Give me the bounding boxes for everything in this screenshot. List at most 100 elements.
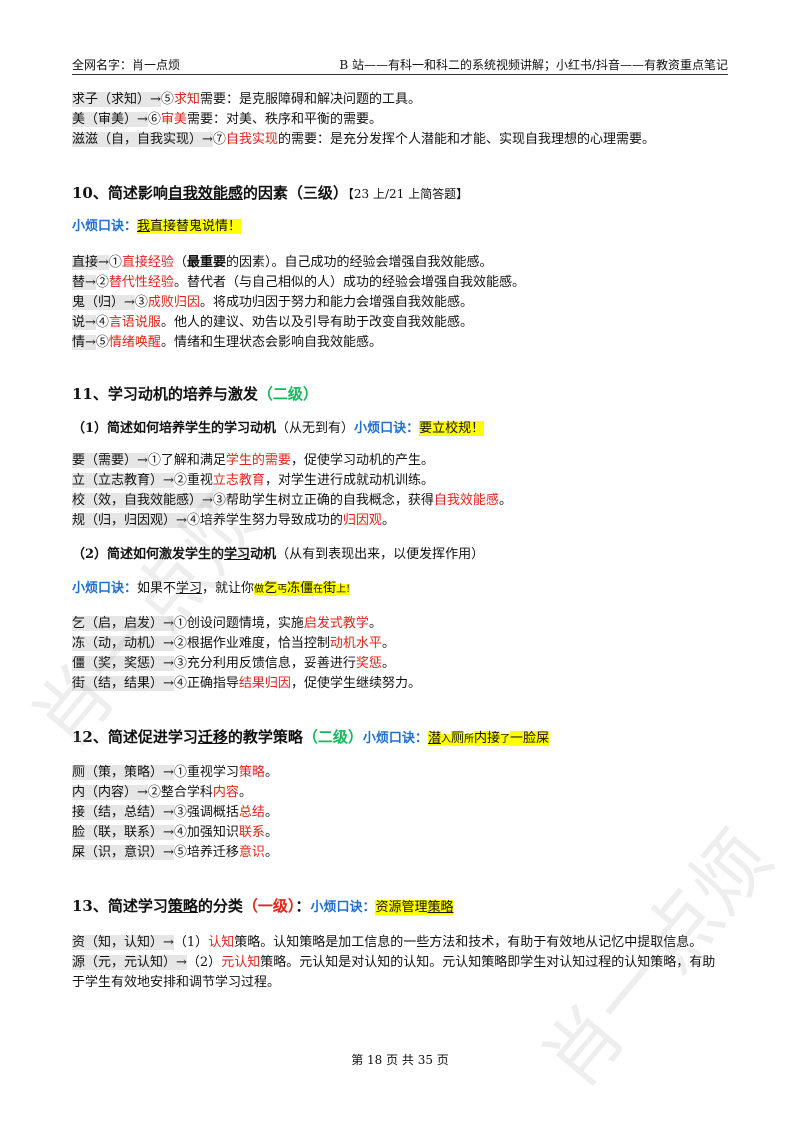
mnemonic-text: 所 xyxy=(463,734,474,745)
item-number: ④ xyxy=(95,315,109,330)
keyword: 自我实现 xyxy=(225,132,278,147)
section-10-title: 10、简述影响自我效能感的因素（三级）【23 上/21 上简答题】 xyxy=(72,182,728,205)
title-text: 的教学策略 xyxy=(227,728,303,746)
title-text: 10、简述影响 xyxy=(72,184,168,202)
list-item: 情→⑤情绪唤醒。情绪和生理状态会影响自我效能感。 xyxy=(72,333,728,353)
subsection-title: （1）简述如何培养学生的学习动机（从无到有）小烦口诀：要立校规！ xyxy=(72,419,728,439)
item-text: 。他人的建议、劝告以及引导有助于改变自我效能感。 xyxy=(160,315,473,330)
level-tag: （二级） xyxy=(257,385,318,403)
exam-tag: 【23 上/21 上简答题】 xyxy=(347,187,469,201)
title-text: 动机 xyxy=(250,547,277,562)
paragraph: 资（知，认知）→（1）认知策略。认知策略是加工信息的一些方法和技术，有助于有效地… xyxy=(72,933,728,953)
needs-list: 求子（求知）→⑤求知需要：是克服障碍和解决问题的工具。 美（审美）→⑥审美需要：… xyxy=(72,90,728,150)
mnemonic-underlined: 学习 xyxy=(176,581,203,596)
item-text: ，对学生进行成就动机训练。 xyxy=(264,473,434,488)
item-text: 。 xyxy=(264,805,278,820)
paragraph: 源（元，元认知）→（2）元认知策略。元认知是对认知的认知。元认知策略即学生对认知… xyxy=(72,953,728,993)
title-note: （从有到表现出来，以便发挥作用） xyxy=(276,547,485,562)
mnemonic-key: 美（审美）→ xyxy=(72,112,148,127)
item-text: 。情绪和生理状态会影响自我效能感。 xyxy=(160,335,382,350)
title-text: 12、简述促进学习 xyxy=(72,728,198,746)
item-text: ②整合学科 xyxy=(147,785,213,800)
item-text: 。 xyxy=(498,493,512,508)
keyword: 意识 xyxy=(238,845,265,860)
mnemonic-text: 厕 xyxy=(450,731,464,746)
keyword: 内容 xyxy=(212,785,239,800)
section-13-title: 13、简述学习策略的分类（一级）：小烦口诀：资源管理策略 xyxy=(72,895,728,919)
stimulate-motivation-list: 乞（启，启发）→①创设问题情境，实施启发式教学。 冻（动，动机）→②根据作业难度… xyxy=(72,614,728,694)
item-number: ② xyxy=(95,275,109,290)
list-item: 接（结，总结）→③强调概括总结。 xyxy=(72,803,728,823)
mnemonic-text: 直接替鬼说情！ xyxy=(150,219,242,234)
mnemonic-underlined: 潜 xyxy=(427,731,441,746)
item-text: 。 xyxy=(381,513,395,528)
item-number: ⑤ xyxy=(95,335,109,350)
list-item: 冻（动，动机）→②根据作业难度，恰当控制动机水平。 xyxy=(72,634,728,654)
mnemonic-key: 求子（求知）→ xyxy=(72,92,161,107)
item-text: （ xyxy=(173,255,187,270)
mnemonic-text: 街 xyxy=(323,581,337,596)
list-item: 街（结，结果）→④正确指导结果归因，促使学生继续努力。 xyxy=(72,674,728,694)
item-text: ①创设问题情境，实施 xyxy=(173,616,304,631)
mnemonic-text: 一脸屎 xyxy=(509,731,549,746)
list-item: 校（效，自我效能感）→③帮助学生树立正确的自我概念，获得自我效能感。 xyxy=(72,491,728,511)
item-text: ①了解和满足 xyxy=(147,453,226,468)
item-text: 。 xyxy=(368,616,382,631)
title-text: 的因素（三级） xyxy=(242,184,348,202)
mnemonic-key: 内（内容）→ xyxy=(72,785,148,800)
keyword: 学生的需要 xyxy=(225,453,291,468)
mnemonic-key: 厕（策，策略）→ xyxy=(72,765,174,780)
title-text: 11、学习动机的培养与激发 xyxy=(72,385,258,403)
level-tag: （一级） xyxy=(242,897,296,915)
item-text: ②根据作业难度，恰当控制 xyxy=(173,636,330,651)
title-underlined: 策略 xyxy=(167,897,198,915)
header-right: B 站——有科一和科二的系统视频讲解；小红书/抖音——有教资重点笔记 xyxy=(339,58,728,72)
keyword: 自我效能感 xyxy=(433,493,499,508)
item-text: ④培养学生努力导致成功的 xyxy=(186,513,343,528)
mnemonic-key: 冻（动，动机）→ xyxy=(72,636,174,651)
mnemonic-label: 小烦口诀： xyxy=(354,421,420,436)
keyword: 言语说服 xyxy=(108,315,161,330)
title-underlined: 自我效能感 xyxy=(167,184,243,202)
keyword: 认知 xyxy=(208,935,235,950)
item-text: ，促使学生继续努力。 xyxy=(290,676,421,691)
mnemonic-label: 小烦口诀： xyxy=(362,731,428,746)
mnemonic-text: 要立校规！ xyxy=(419,421,485,436)
title-text: ： xyxy=(295,897,311,915)
page-content: 求子（求知）→⑤求知需要：是克服障碍和解决问题的工具。 美（审美）→⑥审美需要：… xyxy=(72,90,728,993)
mnemonic-text: 如果不 xyxy=(137,581,177,596)
mnemonic-key: 校（效，自我效能感）→ xyxy=(72,493,213,508)
list-item: 规（归，归因观）→④培养学生努力导致成功的归因观。 xyxy=(72,511,728,531)
mnemonic-key: 规（归，归因观）→ xyxy=(72,513,187,528)
keyword: 成败归因 xyxy=(147,295,200,310)
section-12-title: 12、简述促进学习迁移的教学策略（二级）小烦口诀：潜入厕所内接了一脸屎 xyxy=(72,726,728,751)
mnemonic-key: 立（立志教育）→ xyxy=(72,473,174,488)
mnemonic-label: 小烦口诀： xyxy=(72,581,138,596)
list-item: 立（立志教育）→②重视立志教育，对学生进行成就动机训练。 xyxy=(72,471,728,491)
keyword: 求知 xyxy=(173,92,200,107)
title-underlined: 学习 xyxy=(224,547,251,562)
item-text: ②重视 xyxy=(173,473,213,488)
mnemonic-key: 街（结，结果）→ xyxy=(72,676,174,691)
mnemonic-text: 内接 xyxy=(473,731,500,746)
section-11-title: 11、学习动机的培养与激发（二级） xyxy=(72,383,728,405)
list-item: 替→②替代性经验。替代者（与自己相似的人）成功的经验会增强自我效能感。 xyxy=(72,273,728,293)
item-text: 需要：对美、秩序和平衡的需要。 xyxy=(186,112,382,127)
mnemonic-underlined: 策略 xyxy=(427,900,454,915)
self-efficacy-list: 直接→①直接经验（最重要的因素）。自己成功的经验会增强自我效能感。 替→②替代性… xyxy=(72,253,728,353)
item-text: 。 xyxy=(381,656,395,671)
mnemonic-key: 要（需要）→ xyxy=(72,453,148,468)
keyword: 结果归因 xyxy=(238,676,291,691)
item-text: 的需要：是充分发挥个人潜能和才能、实现自我理想的心理需要。 xyxy=(277,132,655,147)
mnemonic-key: 替→ xyxy=(72,275,96,290)
mnemonic-text: 丐 xyxy=(277,584,288,595)
item-text: 。 xyxy=(381,636,395,651)
list-item: 脸（联，联系）→④加强知识联系。 xyxy=(72,823,728,843)
mnemonic-key: 直接→ xyxy=(72,255,109,270)
keyword: 启发式教学 xyxy=(303,616,369,631)
mnemonic-key: 乞（启，启发）→ xyxy=(72,616,174,631)
item-text: ，促使学习动机的产生。 xyxy=(290,453,434,468)
item-text: 的因素）。自己成功的经验会增强自我效能感。 xyxy=(225,255,493,270)
mnemonic-key: 说→ xyxy=(72,315,96,330)
item-number: ⑦ xyxy=(212,132,226,147)
